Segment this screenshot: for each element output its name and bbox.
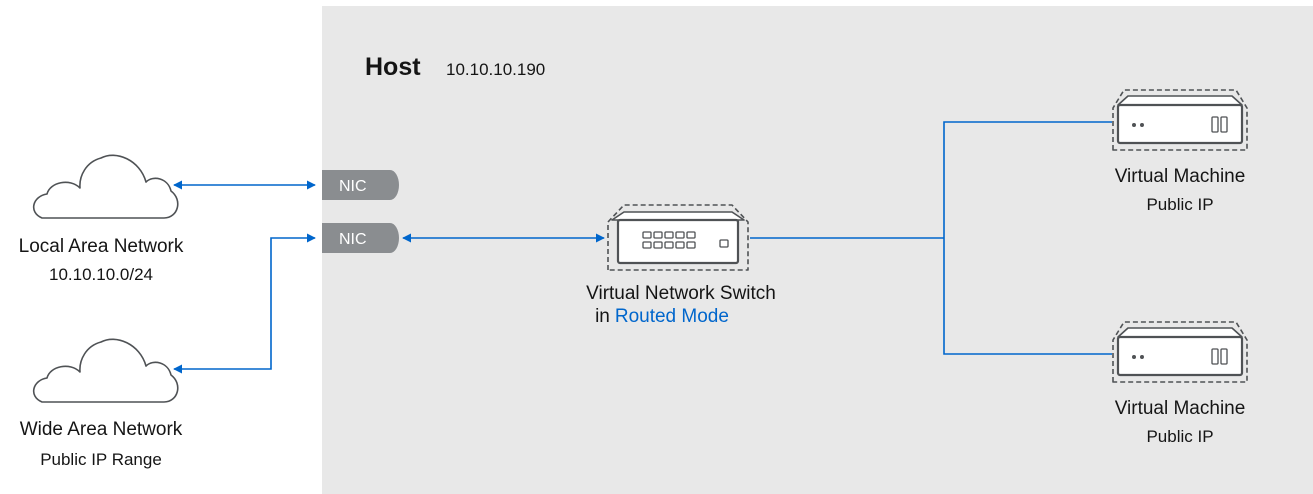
switch-label-line1: Virtual Network Switch: [586, 283, 776, 304]
host-title: Host: [365, 53, 421, 81]
nic-2: NIC: [322, 223, 399, 253]
nic-1: NIC: [322, 170, 399, 200]
lan-subnet: 10.10.10.0/24: [49, 265, 153, 284]
vm-1-name: Virtual Machine: [1115, 166, 1246, 187]
vm-2-ip: Public IP: [1146, 427, 1213, 446]
switch-mode: Routed Mode: [615, 306, 729, 327]
lan-cloud-icon: [32, 154, 179, 219]
lan-name: Local Area Network: [19, 236, 184, 257]
host-area: [322, 6, 1313, 494]
vm-1-ip: Public IP: [1146, 195, 1213, 214]
host-ip: 10.10.10.190: [446, 60, 545, 79]
switch-icon: [607, 204, 749, 271]
wan-subnet: Public IP Range: [40, 450, 162, 469]
wan-nic-link: [173, 233, 316, 374]
vm-trunk-line: [943, 121, 1112, 355]
wan-cloud-icon: [32, 338, 179, 403]
nic-1-label: NIC: [339, 178, 367, 195]
vm-2-server-icon: [1112, 321, 1248, 383]
vm-1-server-icon: [1112, 89, 1248, 151]
vm-2-name: Virtual Machine: [1115, 398, 1246, 419]
wan-name: Wide Area Network: [20, 419, 183, 440]
switch-mode-prefix: in: [595, 306, 610, 327]
nic-2-label: NIC: [339, 231, 367, 248]
